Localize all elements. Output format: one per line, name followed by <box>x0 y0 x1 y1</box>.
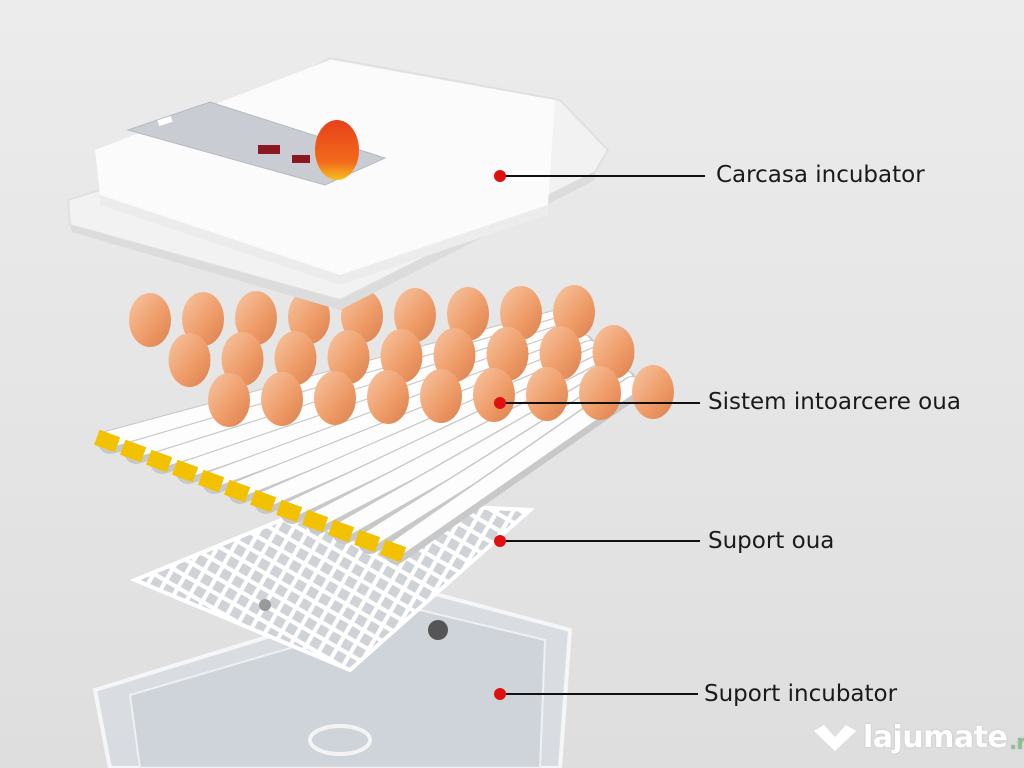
egg <box>420 369 462 423</box>
callout-dot <box>494 170 506 182</box>
roller-gear <box>94 429 121 453</box>
egg <box>221 332 264 386</box>
incubator-base <box>92 587 573 768</box>
egg <box>539 326 582 380</box>
egg-support-mesh <box>129 497 535 673</box>
callout-dot <box>494 397 506 409</box>
egg <box>129 293 171 347</box>
egg <box>261 372 303 426</box>
egg <box>632 365 674 419</box>
egg <box>579 366 621 420</box>
roller-gear <box>354 529 381 553</box>
roller-gear <box>276 499 303 523</box>
callout-dot <box>494 688 506 700</box>
egg <box>208 373 250 427</box>
egg <box>380 329 423 383</box>
roller-gear <box>380 539 407 563</box>
roller-gear <box>302 509 329 533</box>
egg <box>526 367 568 421</box>
egg <box>394 288 436 342</box>
handshake-icon <box>814 724 856 751</box>
egg <box>274 331 317 385</box>
egg <box>182 292 224 346</box>
callout-label-egg-support: Suport oua <box>708 528 835 554</box>
egg <box>314 371 356 425</box>
callout-label-turning-system: Sistem intoarcere oua <box>708 389 961 415</box>
roller-gear <box>250 489 277 513</box>
callout-dot <box>494 535 506 547</box>
roller-gear <box>172 459 199 483</box>
roller-gear <box>120 439 147 463</box>
watermark-text: lajumate <box>863 720 1008 755</box>
callout-label-base: Suport incubator <box>704 681 898 707</box>
egg <box>367 370 409 424</box>
roller-gear <box>198 469 225 493</box>
egg <box>553 285 595 339</box>
egg <box>486 327 529 381</box>
egg <box>473 368 515 422</box>
watermark-logo: lajumate.ro <box>812 720 1024 755</box>
egg <box>500 286 542 340</box>
callout-label-lid: Carcasa incubator <box>716 162 925 188</box>
egg <box>447 287 489 341</box>
eggs <box>129 285 674 427</box>
egg <box>327 330 370 384</box>
roller-gear <box>146 449 173 473</box>
egg <box>592 325 635 379</box>
egg <box>235 291 277 345</box>
incubator-lid <box>66 56 610 310</box>
egg <box>433 328 476 382</box>
egg <box>168 333 211 387</box>
roller-gear <box>328 519 355 543</box>
watermark-suffix: .ro <box>1009 729 1024 754</box>
roller-gear <box>224 479 251 503</box>
